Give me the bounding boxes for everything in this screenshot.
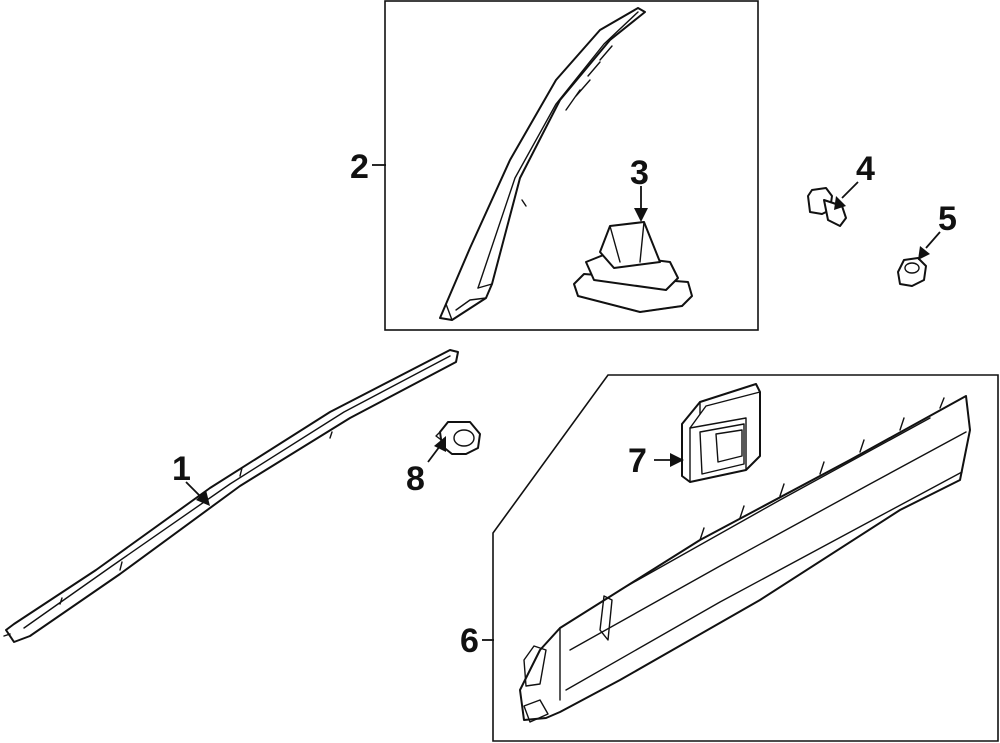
- callout-5: 5: [938, 200, 957, 238]
- door-molding-part[interactable]: [519, 395, 971, 723]
- arrow-7: [670, 453, 684, 467]
- callout-7: 7: [628, 442, 647, 480]
- nut-part[interactable]: [897, 257, 927, 287]
- leader-8: [427, 445, 441, 463]
- callout-8: 8: [406, 460, 425, 498]
- arrow-1: [196, 490, 210, 506]
- pillar-trim-part[interactable]: [439, 7, 646, 321]
- group-frame-lower: [492, 374, 999, 742]
- callout-2: 2: [350, 148, 369, 186]
- belt-molding-part[interactable]: [3, 349, 459, 643]
- module-part[interactable]: [681, 383, 761, 483]
- arrow-8: [434, 436, 446, 452]
- callout-6: 6: [460, 622, 479, 660]
- leader-5: [925, 231, 941, 249]
- arrow-3: [634, 208, 648, 222]
- arrow-5: [918, 246, 930, 260]
- group-frame-upper: [384, 0, 759, 331]
- leader-1: [185, 481, 201, 497]
- callout-1: 1: [172, 450, 191, 488]
- bolt-part[interactable]: [807, 187, 847, 227]
- leader-4: [841, 181, 859, 199]
- callout-3: 3: [630, 154, 649, 192]
- clip-bracket-part[interactable]: [573, 221, 693, 313]
- callout-4: 4: [856, 150, 875, 188]
- arrow-4: [834, 196, 846, 210]
